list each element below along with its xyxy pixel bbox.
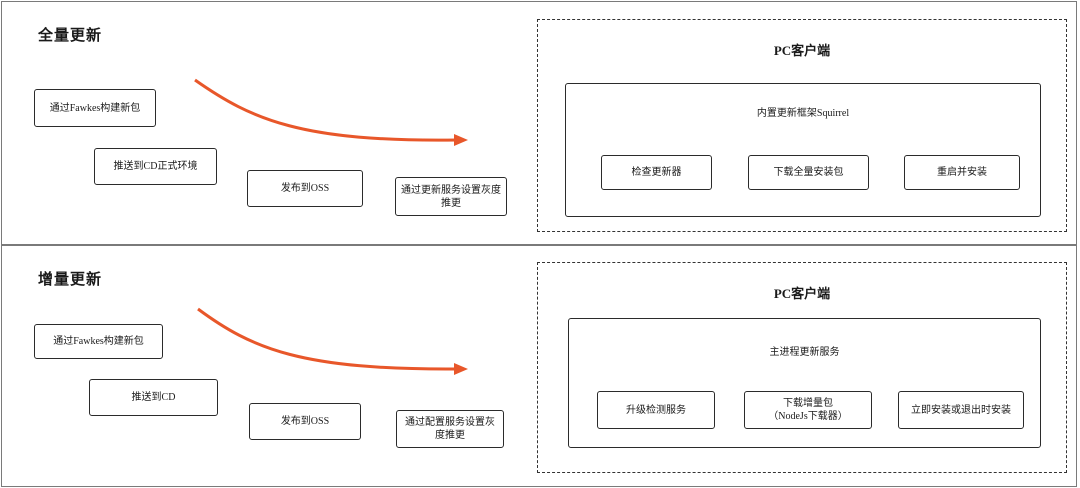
flow-arrow — [194, 78, 468, 146]
flow-arrow — [197, 307, 468, 375]
section-title: 全量更新 — [38, 26, 103, 44]
incremental-update-panel: 增量更新 通过Fawkes构建新包 推送到CD 发布到OSS 通过配置服务设置灰… — [1, 245, 1077, 487]
step-publish-oss: 发布到OSS — [249, 403, 361, 440]
step-gray-release: 通过更新服务设置灰度推更 — [395, 177, 507, 216]
component-checker: 检查更新器 — [601, 155, 712, 190]
pc-client-box: PC客户端 主进程更新服务 升级检测服务 下载增量包 （NodeJs下载器） 立… — [537, 262, 1067, 473]
component-upgrade-check: 升级检测服务 — [597, 391, 715, 429]
step-gray-release: 通过配置服务设置灰度推更 — [396, 410, 504, 448]
component-restart: 重启并安装 — [904, 155, 1020, 190]
step-build: 通过Fawkes构建新包 — [34, 89, 156, 127]
full-update-panel: 全量更新 通过Fawkes构建新包 推送到CD正式环境 发布到OSS 通过更新服… — [1, 1, 1077, 245]
client-title: PC客户端 — [773, 43, 831, 58]
step-push-cd: 推送到CD正式环境 — [94, 148, 217, 185]
component-install: 立即安装或退出时安装 — [898, 391, 1024, 429]
component-incremental-download: 下载增量包 （NodeJs下载器） — [744, 391, 872, 429]
component-download: 下载全量安装包 — [748, 155, 869, 190]
step-push-cd: 推送到CD — [89, 379, 218, 416]
step-build: 通过Fawkes构建新包 — [34, 324, 163, 359]
update-framework-box: 内置更新框架Squirrel 检查更新器 下载全量安装包 重启并安装 — [565, 83, 1041, 217]
update-service-box: 主进程更新服务 升级检测服务 下载增量包 （NodeJs下载器） 立即安装或退出… — [568, 318, 1041, 448]
client-title: PC客户端 — [773, 286, 831, 301]
step-publish-oss: 发布到OSS — [247, 170, 363, 207]
service-title: 主进程更新服务 — [769, 347, 840, 358]
framework-title: 内置更新框架Squirrel — [756, 108, 850, 119]
section-title: 增量更新 — [38, 270, 103, 288]
pc-client-box: PC客户端 内置更新框架Squirrel 检查更新器 下载全量安装包 重启并安装 — [537, 19, 1067, 232]
